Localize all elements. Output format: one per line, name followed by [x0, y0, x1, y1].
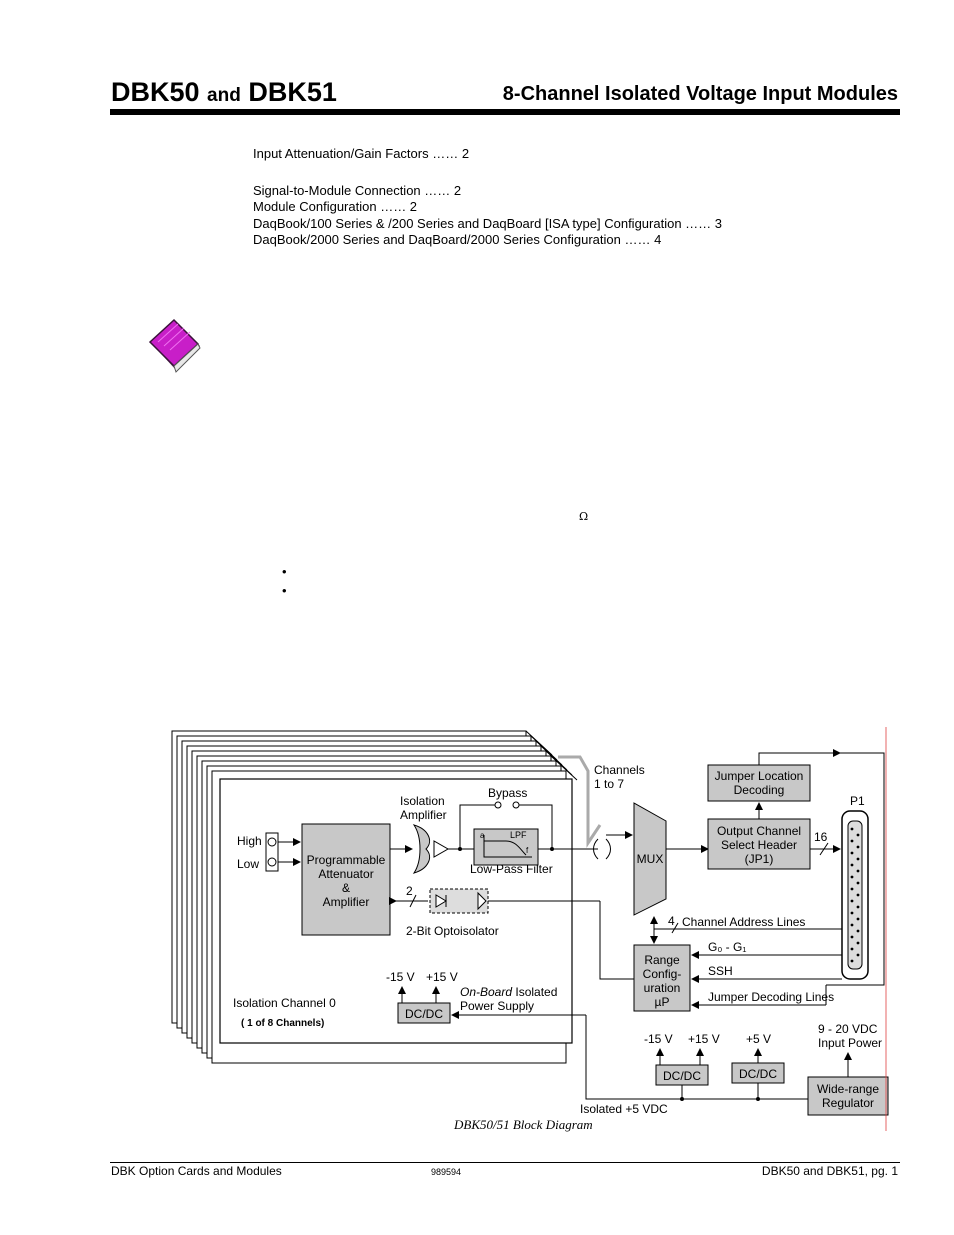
toc-item[interactable]: Input Attenuation/Gain Factors …… 2 [253, 146, 470, 161]
lpf-axis-label: f [526, 846, 529, 855]
lpf-axis-label: a [480, 831, 485, 840]
lpf-label: LPF [510, 830, 527, 840]
attenuator-label: Amplifier [323, 895, 370, 909]
p1-label: P1 [850, 794, 865, 808]
output-select-label: (JP1) [745, 852, 774, 866]
block-diagram: Channels 1 to 7 High Low Programmable At… [171, 727, 889, 1132]
channel-address-lines-label: Channel Address Lines [682, 915, 805, 929]
isolation-amplifier-label: Amplifier [400, 808, 447, 822]
onboard-power-label: On-Board Isolated [460, 985, 557, 999]
p1-pins [850, 827, 860, 963]
output-select-label: Select Header [721, 838, 797, 852]
dcdc-label: DC/DC [739, 1067, 777, 1081]
opto-bus-width: 2 [406, 884, 413, 898]
range-config-label: µP [655, 995, 670, 1009]
range-configuration-block [633, 944, 691, 1012]
jumper-decoding-lines-label: Jumper Decoding Lines [708, 990, 834, 1004]
voltage-label: -15 V [644, 1032, 673, 1046]
footer-left: DBK Option Cards and Modules [111, 1164, 282, 1178]
optoisolator-label: 2-Bit Optoisolator [406, 924, 499, 938]
range-config-label: Range [644, 953, 680, 967]
bullet-point: • [282, 564, 287, 579]
regulator-label: Regulator [822, 1096, 874, 1110]
jumper-location-label: Decoding [734, 783, 785, 797]
footer-page-number: DBK50 and DBK51, pg. 1 [761, 1164, 898, 1178]
model-dbk50: DBK50 [111, 77, 200, 107]
high-label: High [237, 834, 262, 848]
one-of-8-channels-label: ( 1 of 8 Channels) [241, 1018, 324, 1029]
bus-width-4: 4 [668, 914, 675, 928]
isolation-amplifier-symbol [412, 824, 430, 874]
bypass-label: Bypass [488, 786, 527, 800]
reference-book-icon [146, 316, 206, 376]
channels-arrow [558, 755, 602, 848]
voltage-label: +5 V [746, 1032, 771, 1046]
output-select-label: Output Channel [717, 824, 801, 838]
jumper-location-decoding-block [707, 764, 811, 802]
toc-gap [253, 163, 722, 183]
isolation-channel-0-card [219, 778, 573, 1044]
low-label: Low [237, 857, 259, 871]
model-dbk51: DBK51 [248, 77, 337, 107]
voltage-label: +15 V [426, 970, 458, 984]
header-rule [110, 109, 900, 115]
page-title: 8-Channel Isolated Voltage Input Modules [502, 83, 898, 105]
g0-g1-label: G₀ - G₁ [708, 940, 746, 954]
mux-label: MUX [637, 852, 664, 866]
footer-document-number: 989594 [431, 1167, 462, 1177]
attenuator-label: Programmable [307, 853, 386, 867]
attenuator-label: Attenuator [318, 867, 373, 881]
regulator-label: Wide-range [817, 1082, 879, 1096]
output-channel-select-block [707, 818, 811, 870]
isolated-5v-label: Isolated +5 VDC [580, 1102, 668, 1116]
wide-range-regulator-block [807, 1076, 889, 1116]
jumper-location-label: Jumper Location [715, 769, 804, 783]
voltage-label: -15 V [386, 970, 415, 984]
diagram-caption: DBK50/51 Block Diagram [453, 1117, 593, 1132]
isolation-amplifier-label: Isolation [400, 794, 445, 808]
ohm-symbol: Ω [579, 510, 589, 523]
mux-block [633, 802, 667, 916]
toc-item[interactable]: Signal-to-Module Connection …… 2 [253, 182, 462, 198]
input-power-label: Input Power [818, 1036, 882, 1050]
toc-item[interactable]: Module Configuration …… 2 [253, 199, 418, 214]
low-pass-filter-block [473, 828, 539, 866]
bus-width-16: 16 [814, 830, 828, 844]
bullet-point: • [282, 583, 287, 598]
table-of-contents: Input Attenuation/Gain Factors …… 2 Sign… [253, 146, 722, 249]
input-power-label: 9 - 20 VDC [818, 1022, 878, 1036]
programmable-attenuator-block [301, 823, 391, 936]
ssh-label: SSH [708, 964, 733, 978]
dcdc-label: DC/DC [405, 1007, 443, 1021]
toc-item[interactable]: DaqBook/2000 Series and DaqBoard/2000 Se… [253, 232, 662, 247]
channels-label: Channels [594, 763, 645, 777]
dcdc-label: DC/DC [663, 1069, 701, 1083]
and-word: and [207, 85, 241, 106]
onboard-dcdc-block [397, 1002, 451, 1024]
range-config-label: uration [644, 981, 681, 995]
footer-rule [110, 1162, 900, 1163]
attenuator-label: & [342, 881, 350, 895]
power-supply-label: Power Supply [460, 999, 534, 1013]
toc-item[interactable]: DaqBook/100 Series & /200 Series and Daq… [253, 215, 722, 231]
low-pass-filter-label: Low-Pass Filter [470, 862, 553, 876]
range-config-label: Config- [643, 967, 682, 981]
channels-label: 1 to 7 [594, 777, 624, 791]
voltage-label: +15 V [688, 1032, 720, 1046]
isolation-channel-label: Isolation Channel 0 [233, 996, 336, 1010]
header-model-names: DBK50 and DBK51 [111, 76, 337, 112]
